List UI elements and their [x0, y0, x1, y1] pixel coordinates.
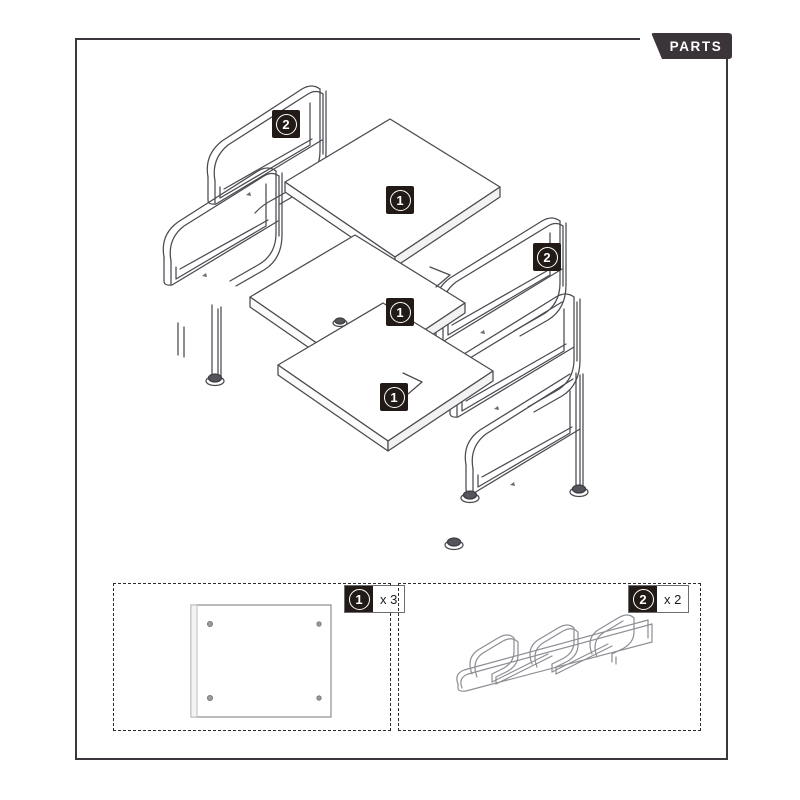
shelf-panel-bottom: [277, 302, 494, 452]
callout-ring: 1: [389, 189, 411, 211]
left-frame-bottom-rail: [177, 304, 222, 381]
left-frame-curve-lower: [229, 232, 283, 287]
legend-ring: 2: [632, 588, 654, 610]
left-frame-top-rail: [206, 85, 327, 205]
legend-artwork-shelf-panel: [186, 600, 336, 722]
left-frame-feet: [205, 373, 225, 387]
callout-number: 1: [396, 192, 404, 208]
assembly-connector-marks: [402, 266, 451, 395]
callout-badge-frame-right: 2: [533, 243, 561, 271]
legend-box-part-1: [113, 583, 391, 731]
left-frame-middle-rail: [162, 167, 283, 286]
callout-ring: 1: [383, 386, 405, 408]
side-frame-drawing: [456, 614, 653, 692]
callout-badge-panel-top: 1: [386, 186, 414, 214]
callout-number: 2: [543, 249, 551, 265]
assembly-line-art: [162, 85, 589, 551]
legend-quantity-part-2: x 2: [664, 591, 682, 607]
assembly-glide-detail: [332, 317, 348, 328]
page-border: [75, 38, 728, 760]
legend-badge-part-1: 1: [345, 586, 373, 612]
callout-ring: 2: [275, 113, 297, 135]
legend-tag-part-2: 2 x 2: [628, 585, 690, 613]
legend-box-part-2: [398, 583, 701, 731]
legend-tag-part-1: 1 x 3: [344, 585, 406, 613]
callout-number: 2: [282, 116, 290, 132]
callout-ring: 2: [536, 246, 558, 268]
legend-ring: 1: [348, 588, 370, 610]
legend-number: 2: [639, 591, 647, 607]
callout-badge-panel-middle: 1: [386, 298, 414, 326]
shelf-panel-drawing: [190, 604, 332, 718]
callout-number: 1: [390, 389, 398, 405]
legend-badge-part-2: 2: [629, 586, 657, 612]
right-frame-curve-lower: [527, 358, 581, 413]
parts-tab-label: PARTS: [669, 38, 723, 54]
parts-header-tab: PARTS: [648, 33, 732, 59]
legend-number: 1: [355, 591, 363, 607]
assembly-exploded-view: [150, 55, 630, 565]
legend-quantity-part-1: x 3: [380, 591, 398, 607]
right-frame-top-rail: [434, 217, 567, 342]
legend-artwork-side-frame: [452, 612, 662, 700]
callout-badge-panel-bottom: 1: [380, 383, 408, 411]
right-frame-curve-upper: [513, 282, 567, 337]
parts-tab-shape: [651, 33, 732, 59]
callout-badge-frame-left: 2: [272, 110, 300, 138]
callout-ring: 1: [389, 301, 411, 323]
callout-number: 1: [396, 304, 404, 320]
right-frame-feet: [444, 484, 589, 551]
